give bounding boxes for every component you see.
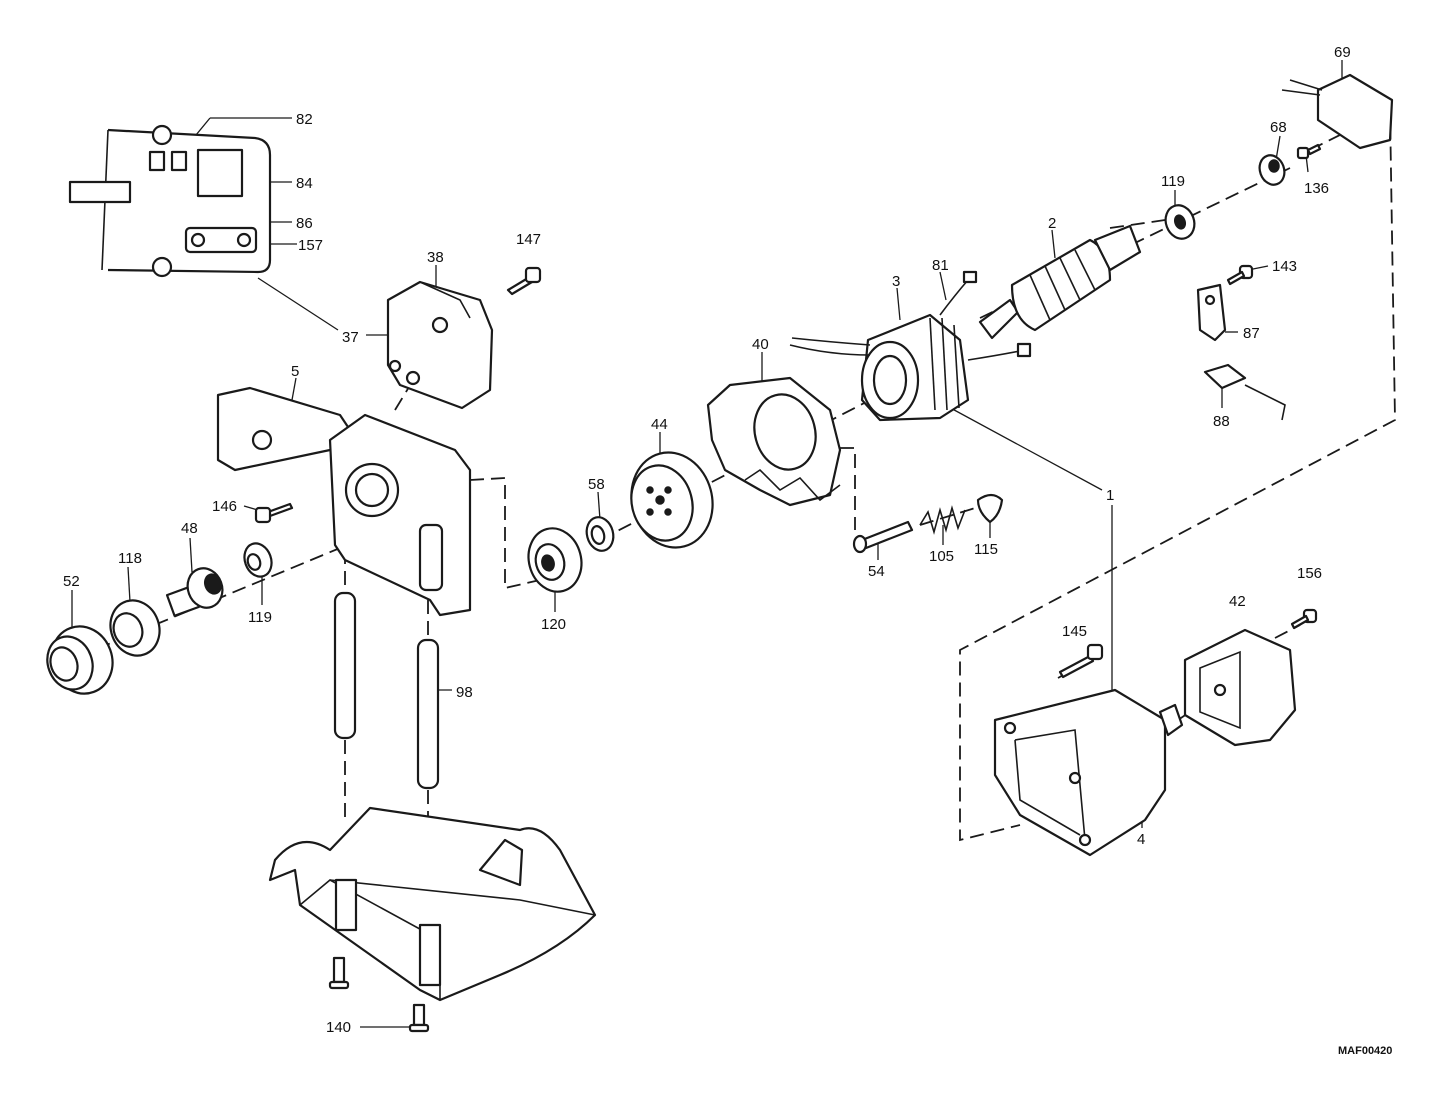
clamp-86 <box>184 226 258 254</box>
pinion-48 <box>165 567 224 617</box>
callout-86: 86 <box>296 215 313 232</box>
stator-3 <box>789 270 1032 422</box>
screws-140 <box>328 956 430 1033</box>
drawing-code: MAF00420 <box>1338 1045 1392 1057</box>
callout-146: 146 <box>212 498 237 515</box>
switch-84 <box>196 148 244 198</box>
holder-68 <box>1258 154 1286 186</box>
brush-holder-38 <box>386 280 494 410</box>
callout-labels: 82 84 86 157 37 38 147 5 146 48 118 52 1… <box>63 44 1392 1057</box>
callout-115: 115 <box>974 541 998 558</box>
bearing-118 <box>109 599 161 657</box>
callout-4: 4 <box>1137 831 1145 848</box>
callout-5: 5 <box>291 363 299 380</box>
brush-88 <box>1203 363 1286 421</box>
callout-120: 120 <box>541 616 566 633</box>
callout-69: 69 <box>1334 44 1351 61</box>
callout-157: 157 <box>298 237 323 254</box>
callout-82: 82 <box>296 111 313 128</box>
callout-98: 98 <box>456 684 473 701</box>
switch-plate-inset <box>68 124 272 278</box>
callout-3: 3 <box>892 273 900 290</box>
bearing-119-left <box>243 542 273 578</box>
screw-147 <box>506 266 542 296</box>
callout-84: 84 <box>296 175 313 192</box>
screw-146 <box>254 502 294 524</box>
spring-105 <box>919 505 966 535</box>
seal-52 <box>46 625 114 695</box>
base-plate <box>268 806 597 1002</box>
guide-rods-98 <box>333 591 440 790</box>
callout-81: 81 <box>932 257 949 274</box>
bearing-120 <box>527 527 583 593</box>
callout-54: 54 <box>868 563 885 580</box>
callout-58: 58 <box>588 476 605 493</box>
callout-37: 37 <box>342 329 359 346</box>
screw-156 <box>1290 608 1318 630</box>
cap-115 <box>976 493 1004 524</box>
callout-88: 88 <box>1213 413 1230 430</box>
bearing-119-right <box>1164 204 1196 240</box>
callout-68: 68 <box>1270 119 1287 136</box>
callout-105: 105 <box>929 548 954 565</box>
callout-52: 52 <box>63 573 80 590</box>
callout-136: 136 <box>1304 180 1329 197</box>
gear-44 <box>630 451 714 549</box>
terminal-right <box>170 150 188 172</box>
callout-44: 44 <box>651 416 668 433</box>
terminal-left <box>148 150 166 172</box>
callout-118: 118 <box>118 550 142 567</box>
screw-136 <box>1296 143 1322 160</box>
callout-2: 2 <box>1048 215 1056 232</box>
screw-143 <box>1226 264 1254 286</box>
callout-119-left: 119 <box>248 609 272 626</box>
callout-140: 140 <box>326 1019 351 1036</box>
callout-87: 87 <box>1243 325 1260 342</box>
callout-48: 48 <box>181 520 198 537</box>
washer-58 <box>585 516 615 552</box>
cover-69 <box>1281 73 1394 150</box>
callout-119-right: 119 <box>1161 173 1185 190</box>
callout-42: 42 <box>1229 593 1246 610</box>
callout-40: 40 <box>752 336 769 353</box>
screw-145 <box>1058 643 1104 679</box>
baffle-40 <box>706 376 842 507</box>
callout-143: 143 <box>1272 258 1297 275</box>
gear-housing-5 <box>216 386 472 617</box>
cord-stub <box>68 180 132 204</box>
callout-1: 1 <box>1106 487 1114 504</box>
motor-housing-4 <box>993 688 1184 857</box>
callout-145: 145 <box>1062 623 1087 640</box>
callout-156: 156 <box>1297 565 1322 582</box>
callout-147: 147 <box>516 231 541 248</box>
shaft-54 <box>852 520 914 554</box>
end-cap-42 <box>1183 628 1297 747</box>
callout-38: 38 <box>427 249 444 266</box>
bracket-87 <box>1196 283 1227 342</box>
armature-2 <box>978 224 1142 340</box>
